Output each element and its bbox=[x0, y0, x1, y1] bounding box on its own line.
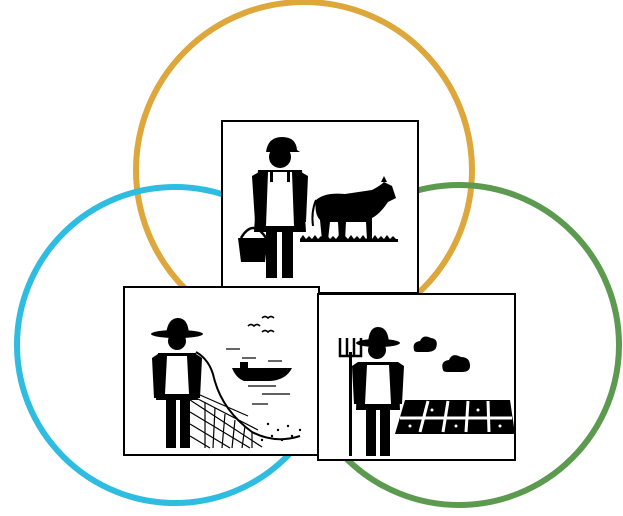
panel-top bbox=[222, 121, 418, 293]
panel-right bbox=[318, 294, 515, 460]
panel-left bbox=[124, 287, 319, 455]
